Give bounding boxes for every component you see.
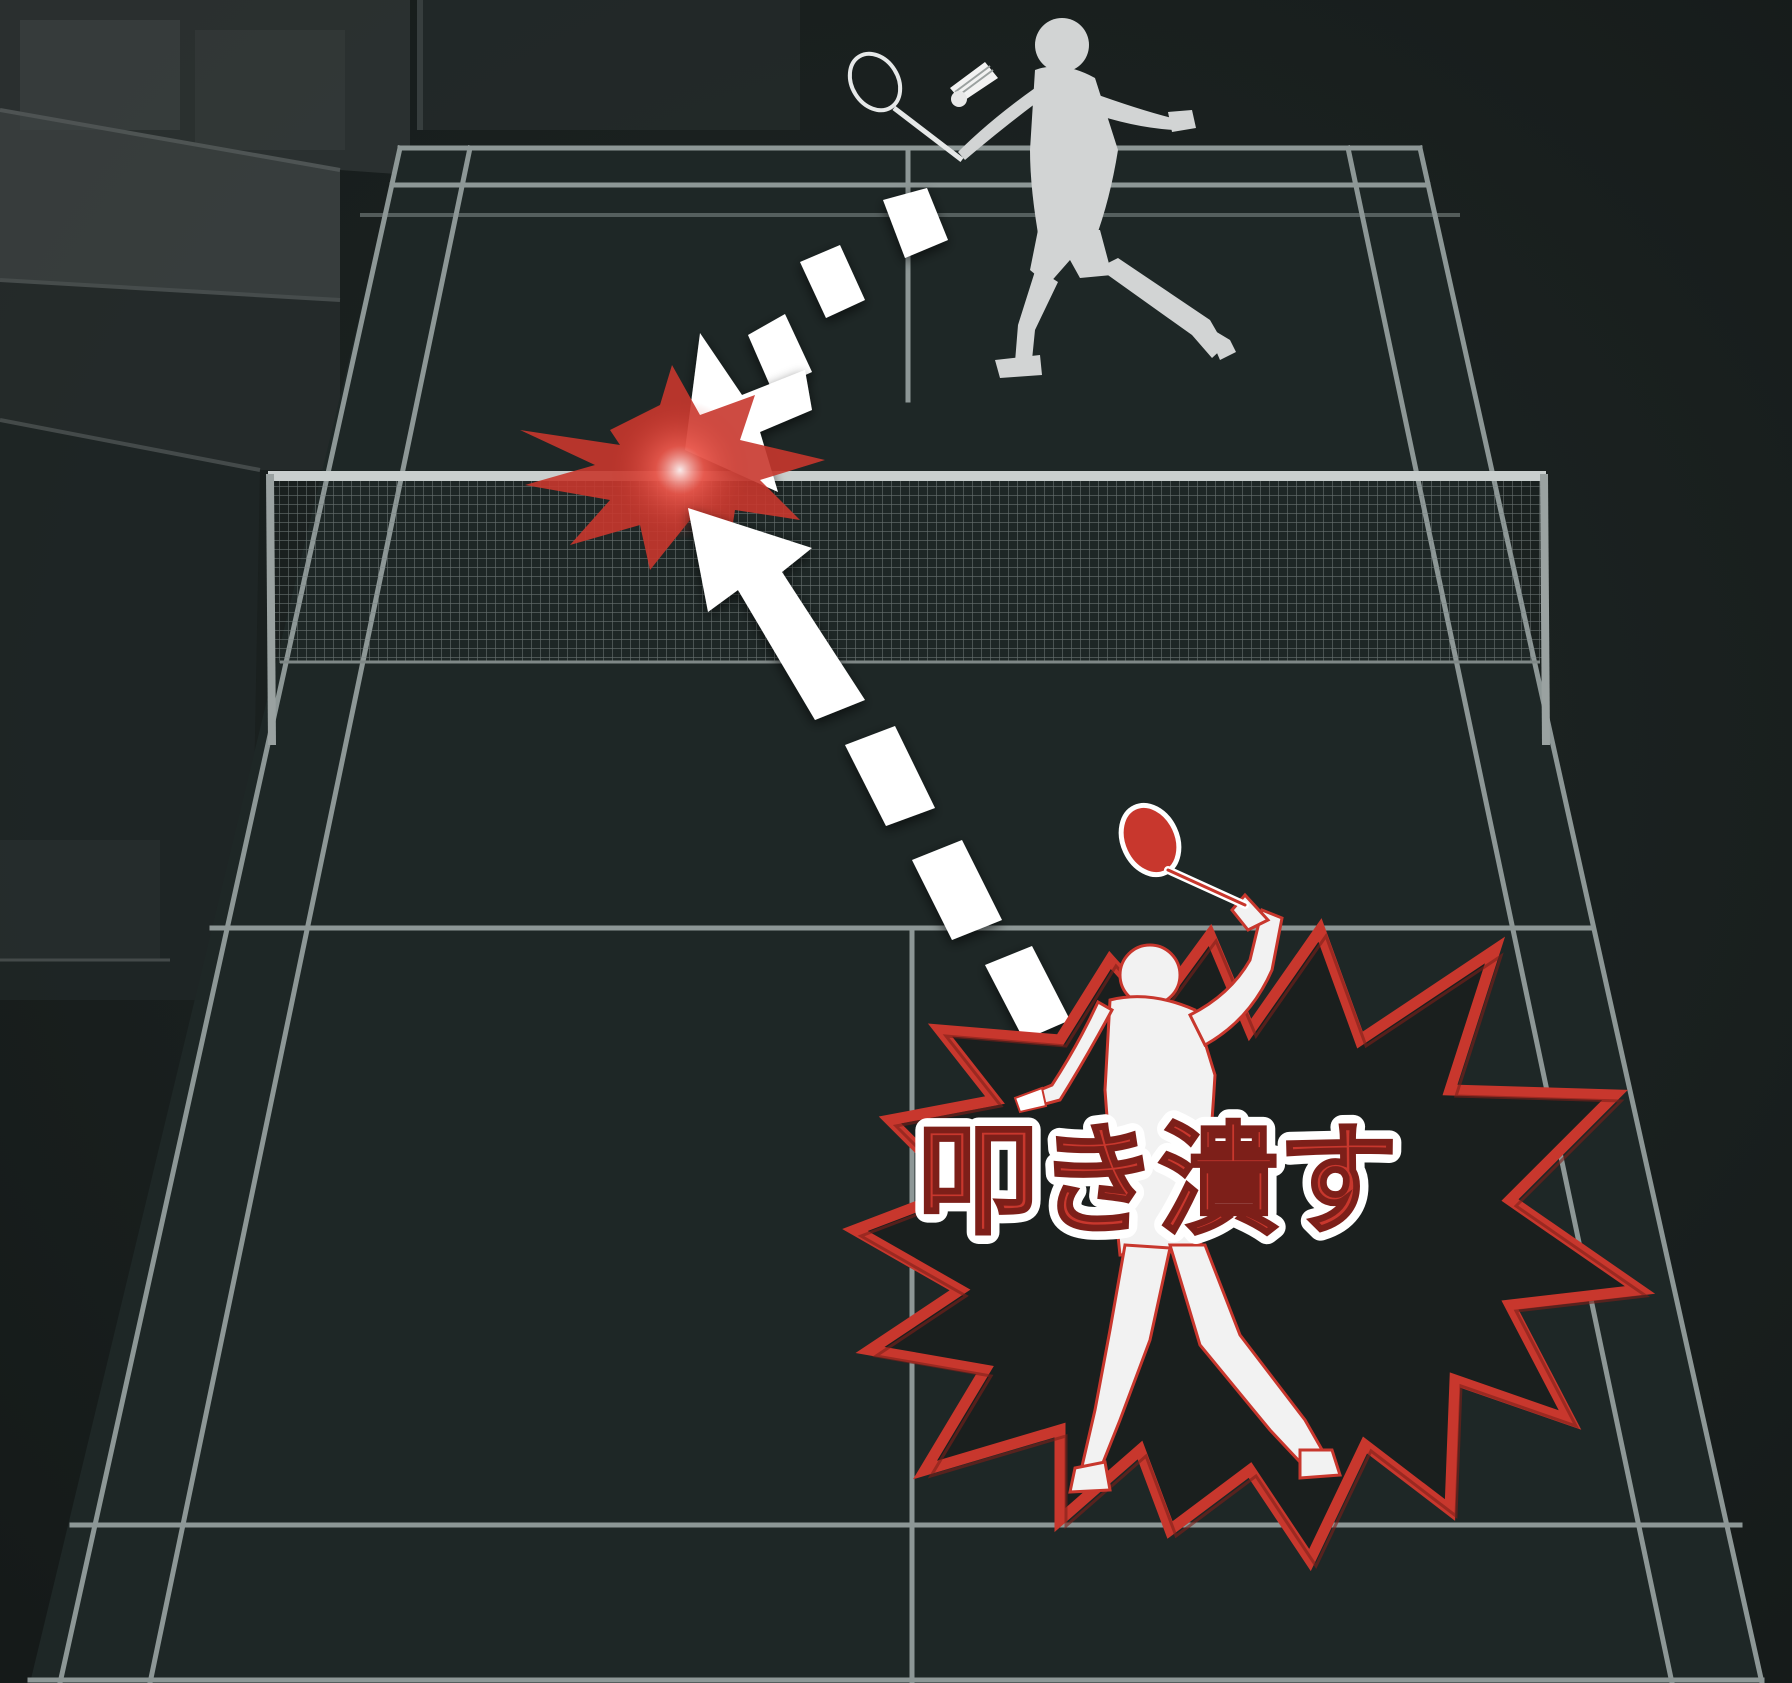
- smash-label: 叩き潰す 叩き潰す: [918, 1112, 1398, 1251]
- net-left-post: [270, 474, 272, 745]
- net-mesh: [272, 478, 1542, 663]
- smash-label-text: 叩き潰す: [918, 1112, 1398, 1251]
- net-right-post: [1544, 474, 1546, 745]
